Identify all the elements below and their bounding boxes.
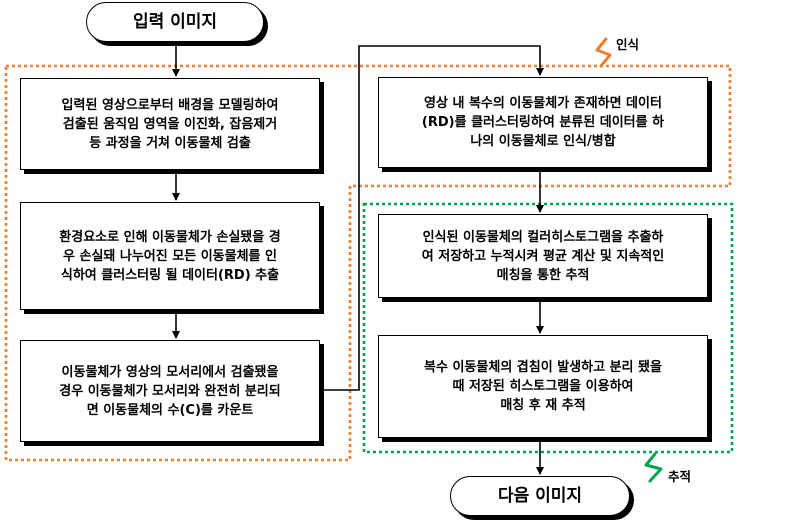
process-box-detection: 입력된 영상으로부터 배경을 모델링하여 검출된 움직임 영역을 이진화, 잡음… — [20, 78, 320, 170]
recognition-region — [4, 64, 732, 462]
process-box-retracking: 복수 이동물체의 겹침이 발생하고 분리 됐을 때 저장된 히스토그램을 이용하… — [378, 335, 708, 438]
process-text: 환경요소로 인해 이동물체가 손실됐을 경 우 손실돼 나누어진 모든 이동물체… — [59, 229, 281, 283]
process-text: 영상 내 복수의 이동물체가 존재하면 데이터 (RD)를 클러스터링하여 분류… — [421, 96, 665, 149]
recognition-squiggle-icon — [595, 37, 612, 68]
start-label: 입력 이미지 — [132, 11, 218, 32]
process-text: 인식된 이동물체의 컬러히스토그램을 추출하 여 저장하고 누적시켜 평균 계산… — [421, 229, 665, 283]
tracking-region — [362, 202, 734, 454]
process-box-rd-extraction: 환경요소로 인해 이동물체가 손실됐을 경 우 손실돼 나누어진 모든 이동물체… — [20, 202, 320, 310]
process-box-clustering: 영상 내 복수의 이동물체가 존재하면 데이터 (RD)를 클러스터링하여 분류… — [378, 77, 708, 168]
process-text: 입력된 영상으로부터 배경을 모델링하여 검출된 움직임 영역을 이진화, 잡음… — [61, 97, 279, 151]
end-terminal: 다음 이미지 — [450, 476, 630, 516]
process-text: 이동물체가 영상의 모서리에서 검출됐을 경우 이동물체가 모서리와 완전히 분… — [59, 364, 281, 418]
tracking-squiggle-icon — [644, 452, 663, 483]
process-box-count: 이동물체가 영상의 모서리에서 검출됐을 경우 이동물체가 모서리와 완전히 분… — [20, 340, 320, 442]
process-box-tracking: 인식된 이동물체의 컬러히스토그램을 추출하 여 저장하고 누적시켜 평균 계산… — [378, 214, 708, 298]
end-label: 다음 이미지 — [497, 485, 583, 506]
arrow-count-to-merge — [320, 45, 544, 391]
start-terminal: 입력 이미지 — [86, 2, 264, 42]
recognition-label: 인식 — [616, 37, 640, 52]
tracking-label: 추적 — [668, 469, 692, 484]
process-text: 복수 이동물체의 겹침이 발생하고 분리 됐을 때 저장된 히스토그램을 이용하… — [424, 360, 662, 413]
